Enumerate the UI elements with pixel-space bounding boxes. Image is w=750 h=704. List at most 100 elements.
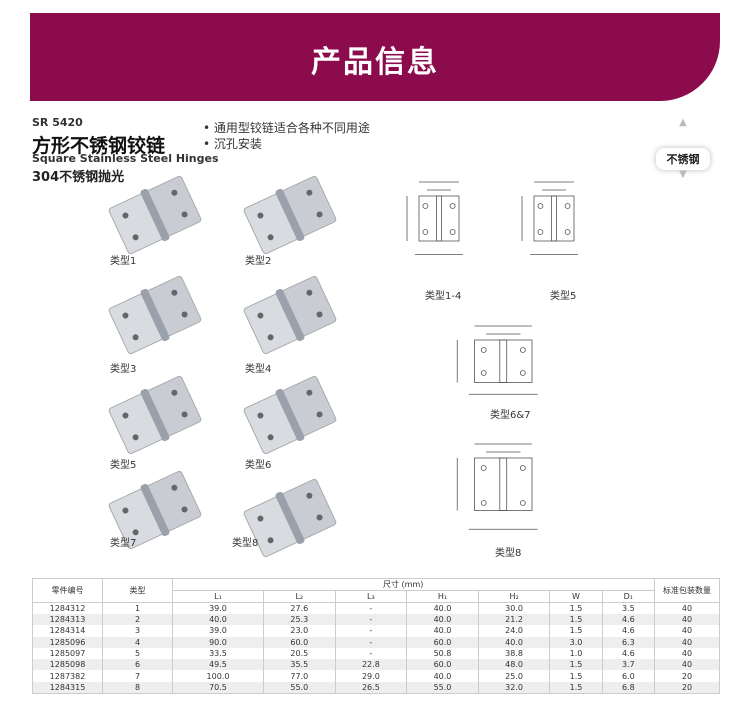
diagram-label: 类型5 xyxy=(550,291,577,302)
hinge-photo xyxy=(243,275,337,355)
table-cell: 100.0 xyxy=(172,670,264,682)
table-cell: 3.0 xyxy=(549,636,603,648)
col-part: 零件编号 xyxy=(32,578,103,603)
product-name-cn: 方形不锈钢铰链 xyxy=(32,135,166,157)
hinge-photo xyxy=(108,375,202,455)
table-cell: 40 xyxy=(654,614,720,626)
table-cell: 90.0 xyxy=(172,636,264,648)
table-cell: 40 xyxy=(654,602,720,614)
table-cell: 1.5 xyxy=(549,659,603,671)
hinge-type-label: 类型3 xyxy=(110,364,137,375)
table-cell: - xyxy=(334,614,408,626)
hinge-photo xyxy=(243,375,337,455)
table-cell: 1285096 xyxy=(32,636,103,648)
table-cell: 25.3 xyxy=(262,614,336,626)
col-type: 类型 xyxy=(102,578,173,603)
table-cell: 20 xyxy=(654,681,720,694)
table-cell: 35.5 xyxy=(262,659,336,671)
table-cell: 1284312 xyxy=(32,602,103,614)
table-cell: 1.5 xyxy=(549,614,603,626)
table-cell: 4 xyxy=(102,636,173,648)
feature-list: 通用型铰链适合各种不同用途 沉孔安装 xyxy=(203,120,370,152)
table-cell: 25.0 xyxy=(477,670,551,682)
arrow-down-icon: ▼ xyxy=(679,169,687,180)
table-cell: 40 xyxy=(654,625,720,637)
hinge-type-label: 类型5 xyxy=(110,460,137,471)
col-dim: W xyxy=(549,590,603,603)
table-cell: 1.5 xyxy=(549,602,603,614)
hinge-type-label: 类型2 xyxy=(245,256,272,267)
col-dim: H₂ xyxy=(477,590,551,603)
table-cell: 48.0 xyxy=(477,659,551,671)
table-cell: 40.0 xyxy=(406,670,479,682)
table-cell: 1284314 xyxy=(32,625,103,637)
table-cell: 32.0 xyxy=(477,681,551,694)
product-material: 304不锈钢抛光 xyxy=(32,170,125,185)
table-cell: 4.6 xyxy=(601,614,656,626)
hinge-type-label: 类型1 xyxy=(110,256,137,267)
feature-item: 通用型铰链适合各种不同用途 xyxy=(203,120,370,136)
table-cell: 1.5 xyxy=(549,681,603,694)
table-cell: 27.6 xyxy=(262,602,336,614)
table-cell: 40 xyxy=(654,659,720,671)
table-cell: 8 xyxy=(102,681,173,694)
table-cell: 6.0 xyxy=(601,670,656,682)
page-title: 产品信息 xyxy=(311,45,439,80)
table-cell: 50.8 xyxy=(406,647,479,660)
table-cell: - xyxy=(334,636,408,648)
table-cell: 1284313 xyxy=(32,614,103,626)
table-cell: 77.0 xyxy=(262,670,336,682)
table-cell: 55.0 xyxy=(406,681,479,694)
table-cell: 4.6 xyxy=(601,647,656,660)
hinge-type-label: 类型8 xyxy=(232,538,259,549)
table-cell: 1.0 xyxy=(549,647,603,660)
table-cell: 1287382 xyxy=(32,670,103,682)
product-code: SR 5420 xyxy=(32,116,83,129)
hinge-photo xyxy=(243,175,337,255)
table-cell: 5 xyxy=(102,647,173,660)
table-cell: 29.0 xyxy=(334,670,408,682)
table-cell: 22.8 xyxy=(334,659,408,671)
diagram-label: 类型6&7 xyxy=(490,410,531,421)
table-cell: 30.0 xyxy=(477,602,551,614)
table-cell: 2 xyxy=(102,614,173,626)
hinge-photo xyxy=(108,175,202,255)
col-dim: L₁ xyxy=(172,590,264,603)
col-dim: H₁ xyxy=(406,590,479,603)
col-dim: L₂ xyxy=(262,590,336,603)
table-cell: - xyxy=(334,625,408,637)
table-cell: - xyxy=(334,602,408,614)
table-cell: 1.5 xyxy=(549,625,603,637)
feature-item: 沉孔安装 xyxy=(203,136,370,152)
table-cell: 7 xyxy=(102,670,173,682)
table-cell: 40.0 xyxy=(406,625,479,637)
table-cell: 24.0 xyxy=(477,625,551,637)
table-cell: 21.2 xyxy=(477,614,551,626)
col-dim: L₃ xyxy=(334,590,408,603)
technical-drawing xyxy=(406,181,463,255)
table-cell: 6.3 xyxy=(601,636,656,648)
table-cell: 40.0 xyxy=(406,614,479,626)
material-badge: ▲ 不锈钢 ▼ xyxy=(650,118,716,180)
hinge-photo xyxy=(108,275,202,355)
table-cell: 70.5 xyxy=(172,681,264,694)
table-cell: 40 xyxy=(654,647,720,660)
table-cell: 6 xyxy=(102,659,173,671)
technical-drawing xyxy=(521,181,578,255)
table-cell: 20.5 xyxy=(262,647,336,660)
table-cell: 38.8 xyxy=(477,647,551,660)
table-cell: 26.5 xyxy=(334,681,408,694)
col-dim: D₁ xyxy=(601,590,656,603)
col-pack: 标准包装数量 xyxy=(654,578,720,603)
table-cell: 39.0 xyxy=(172,602,264,614)
badge-label: 不锈钢 xyxy=(656,148,710,170)
diagram-label: 类型8 xyxy=(495,548,522,559)
table-cell: 3.7 xyxy=(601,659,656,671)
table-cell: 1285097 xyxy=(32,647,103,660)
